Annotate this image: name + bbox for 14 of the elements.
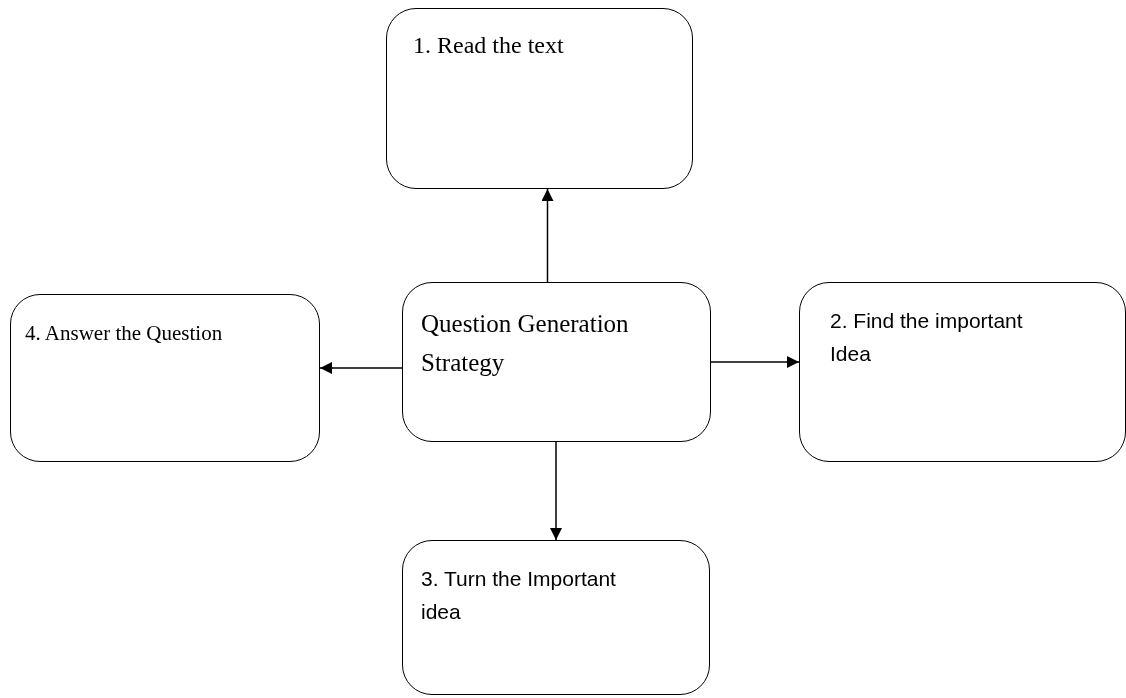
box-label: 4. Answer the Question [25,320,224,347]
box-label: 2. Find the important Idea [830,308,1024,367]
arrow [710,356,800,368]
rounded-box [386,8,693,189]
box-label: 1. Read the text [413,31,565,60]
rounded-box [402,540,710,695]
arrow [541,188,554,283]
arrow [550,441,562,541]
rounded-box [799,282,1126,462]
box-label: 3. Turn the Important idea [421,566,617,625]
arrow [319,362,403,374]
box-label: Question Generation Strategy [421,309,630,378]
rounded-box [10,294,320,462]
rounded-box [402,282,711,442]
